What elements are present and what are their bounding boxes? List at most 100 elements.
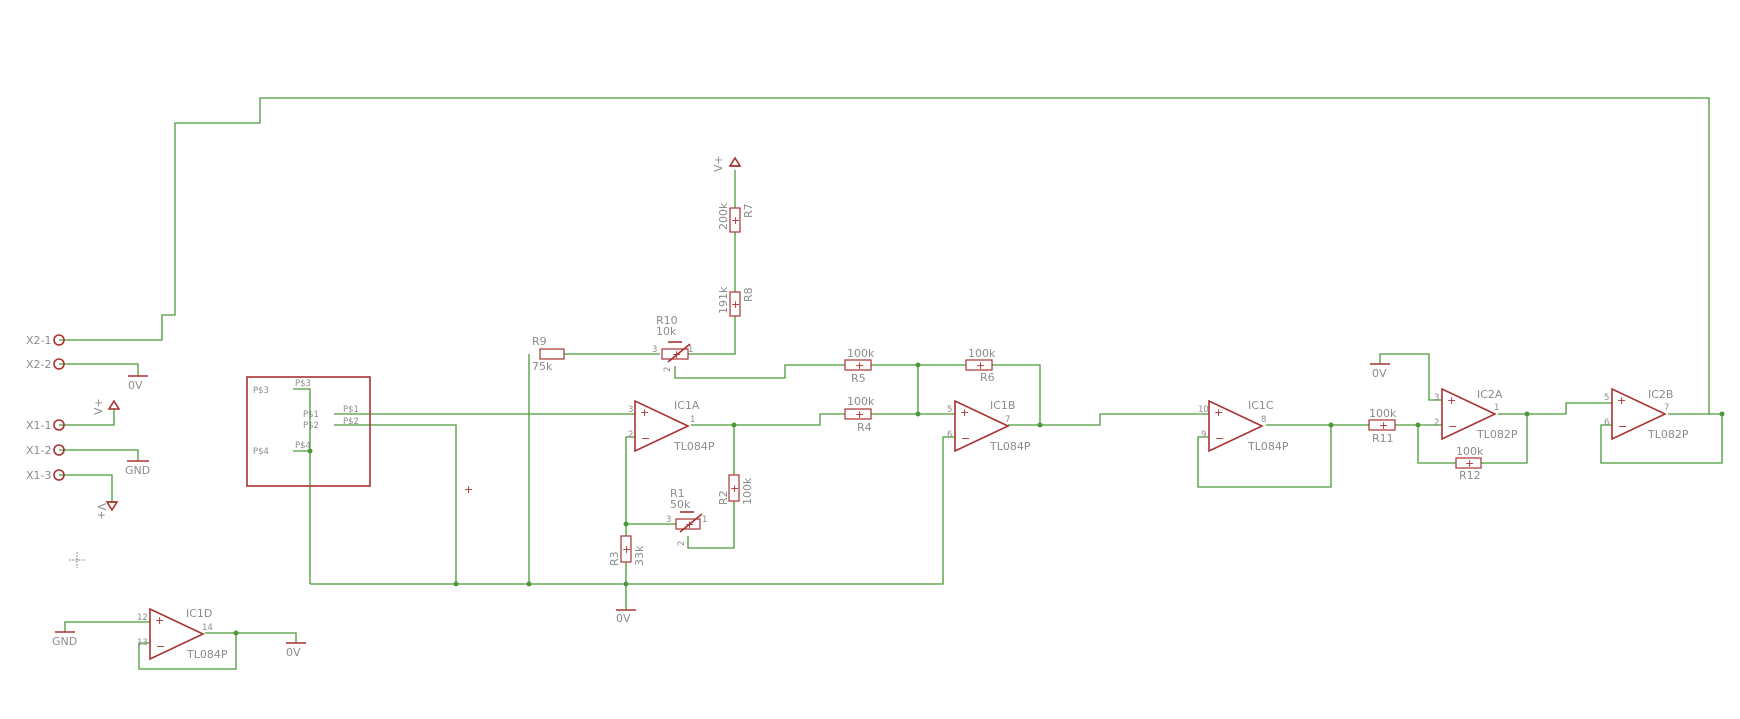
pin-number: 3 (666, 515, 671, 525)
connector-x1-3[interactable]: X1-3 (26, 469, 65, 482)
junction-dot (915, 362, 921, 368)
wire-r10-pin1 (688, 312, 736, 355)
pin-label: P$4 (253, 447, 269, 457)
connector-x1-1[interactable]: X1-1 (26, 419, 65, 432)
wire-ic1d-out (205, 632, 297, 643)
resistor-r3[interactable]: + R3 33k (608, 535, 646, 566)
svg-text:−: − (641, 432, 650, 445)
resistor-name: R3 (608, 551, 621, 566)
wires (59, 97, 1723, 670)
svg-text:−: − (1215, 432, 1224, 445)
resistor-r6[interactable]: + 100k R6 (965, 347, 996, 384)
svg-text:−: − (1448, 420, 1457, 433)
resistor-value: 100k (1369, 407, 1397, 420)
resistor-value: 50k (670, 498, 691, 511)
resistor-r12[interactable]: + 100k R12 (1455, 445, 1484, 482)
resistor-name: R2 (717, 490, 730, 505)
resistor-value: 100k (968, 347, 996, 360)
svg-text:+: + (976, 359, 985, 372)
connector-x2-1[interactable]: X2-1 (26, 334, 65, 347)
wire-ic1b-out (1008, 413, 1209, 426)
resistor-value: 191k (717, 286, 730, 314)
resistor-r5[interactable]: + 100k R5 (844, 347, 875, 385)
resistor-r8[interactable]: + 191k R8 (717, 286, 755, 317)
wire-ps3 (293, 388, 311, 451)
resistor-r11[interactable]: + 100k R11 (1368, 407, 1397, 445)
gnd-symbol: GND (125, 460, 150, 477)
opamp-type: TL082P (1476, 428, 1518, 441)
resistor-r4[interactable]: + 100k R4 (844, 395, 875, 434)
opamp-ic2a[interactable]: +− 3 2 1 IC2A TL082P (1434, 387, 1518, 441)
opamp-ic1a[interactable]: +− 3 2 1 IC1A TL084P (628, 399, 715, 453)
connector-label: X2-2 (26, 358, 52, 371)
junction-dot (1719, 411, 1725, 417)
opamp-ic1b[interactable]: +− 5 6 7 IC1B TL084P (947, 399, 1031, 453)
pin-number: 3 (1434, 393, 1439, 403)
opamp-type: TL084P (989, 440, 1031, 453)
connector-label: X2-1 (26, 334, 52, 347)
zero-v-symbol-r3: 0V (616, 609, 636, 625)
connector-x1-2[interactable]: X1-2 (26, 444, 65, 457)
zero-v-symbol: 0V (128, 375, 148, 392)
potentiometer-r1[interactable]: + R1 50k 3 1 2 (666, 487, 707, 546)
wire-r12-left (1417, 425, 1456, 464)
svg-text:+: + (640, 406, 649, 419)
opamp-ic1d[interactable]: +− 12 13 14 IC1D TL084P (137, 607, 228, 661)
origin-plus-marker: + (464, 483, 473, 496)
resistor-r2[interactable]: + R2 100k (717, 474, 754, 505)
potentiometer-r10[interactable]: + R10 10k 3 1 2 (652, 314, 693, 372)
junction-dot (731, 422, 737, 428)
connector-label: X1-2 (26, 444, 52, 457)
zero-v-symbol-ic2a: 0V (1370, 363, 1390, 380)
wire-r2-r1 (687, 501, 735, 549)
wire-ps2 (334, 424, 457, 584)
resistor-value: 100k (1456, 445, 1484, 458)
zero-v-label: 0V (286, 646, 301, 659)
wire-ic1d-plus (64, 621, 150, 632)
wire-r10-r5 (674, 364, 845, 379)
junction-dot (623, 521, 629, 527)
pin-label: P$2 (303, 421, 319, 431)
svg-text:+: + (1379, 419, 1388, 432)
pin-number: 13 (137, 638, 148, 648)
wire-ic2a-out (1498, 402, 1612, 415)
resistor-r9[interactable]: R9 75k (532, 335, 565, 373)
wire-r6-out (992, 364, 1041, 425)
opamp-ic2b[interactable]: +− 5 6 7 IC2B TL082P (1604, 387, 1689, 441)
opamp-type: TL084P (1247, 440, 1289, 453)
pin-number: 1 (690, 415, 695, 425)
resistor-value: 100k (847, 395, 875, 408)
resistor-value: 200k (717, 202, 730, 230)
opamp-name: IC1C (1248, 399, 1274, 412)
resistor-value: 10k (656, 325, 677, 338)
connector-label: X1-3 (26, 469, 52, 482)
opamp-type: TL084P (673, 440, 715, 453)
origin-crosshair-icon (69, 552, 85, 568)
resistor-name: R1 (670, 487, 685, 500)
zero-v-label: 0V (128, 379, 143, 392)
pin-number: 1 (688, 345, 693, 355)
pin-number: 6 (947, 430, 952, 440)
resistor-name: R10 (656, 314, 678, 327)
pin-number: 2 (663, 367, 673, 372)
opamp-ic1c[interactable]: +− 10 9 8 IC1C TL084P (1198, 399, 1289, 453)
resistor-name: R9 (532, 335, 547, 348)
opamp-name: IC2A (1477, 388, 1503, 401)
junction-dot (1037, 422, 1043, 428)
svg-text:+: + (1617, 394, 1626, 407)
connector-x2-2[interactable]: X2-2 (26, 358, 65, 371)
resistor-r7[interactable]: + 200k R7 (717, 202, 755, 233)
resistor-name: R7 (742, 203, 755, 218)
svg-text:+: + (855, 359, 864, 372)
junction-dot (453, 581, 459, 587)
wire-x1-1 (59, 408, 115, 426)
resistor-name: R5 (851, 372, 866, 385)
junction-dot (307, 448, 313, 454)
svg-text:−: − (961, 432, 970, 445)
gnd-label: GND (52, 635, 77, 648)
wire-ic1a-minus (625, 436, 676, 525)
module-block[interactable]: P$3 P$3 P$1 P$1 P$2 P$2 P$4 P$4 (246, 376, 371, 487)
junction-dot (915, 411, 921, 417)
connector-label: X1-1 (26, 419, 52, 432)
